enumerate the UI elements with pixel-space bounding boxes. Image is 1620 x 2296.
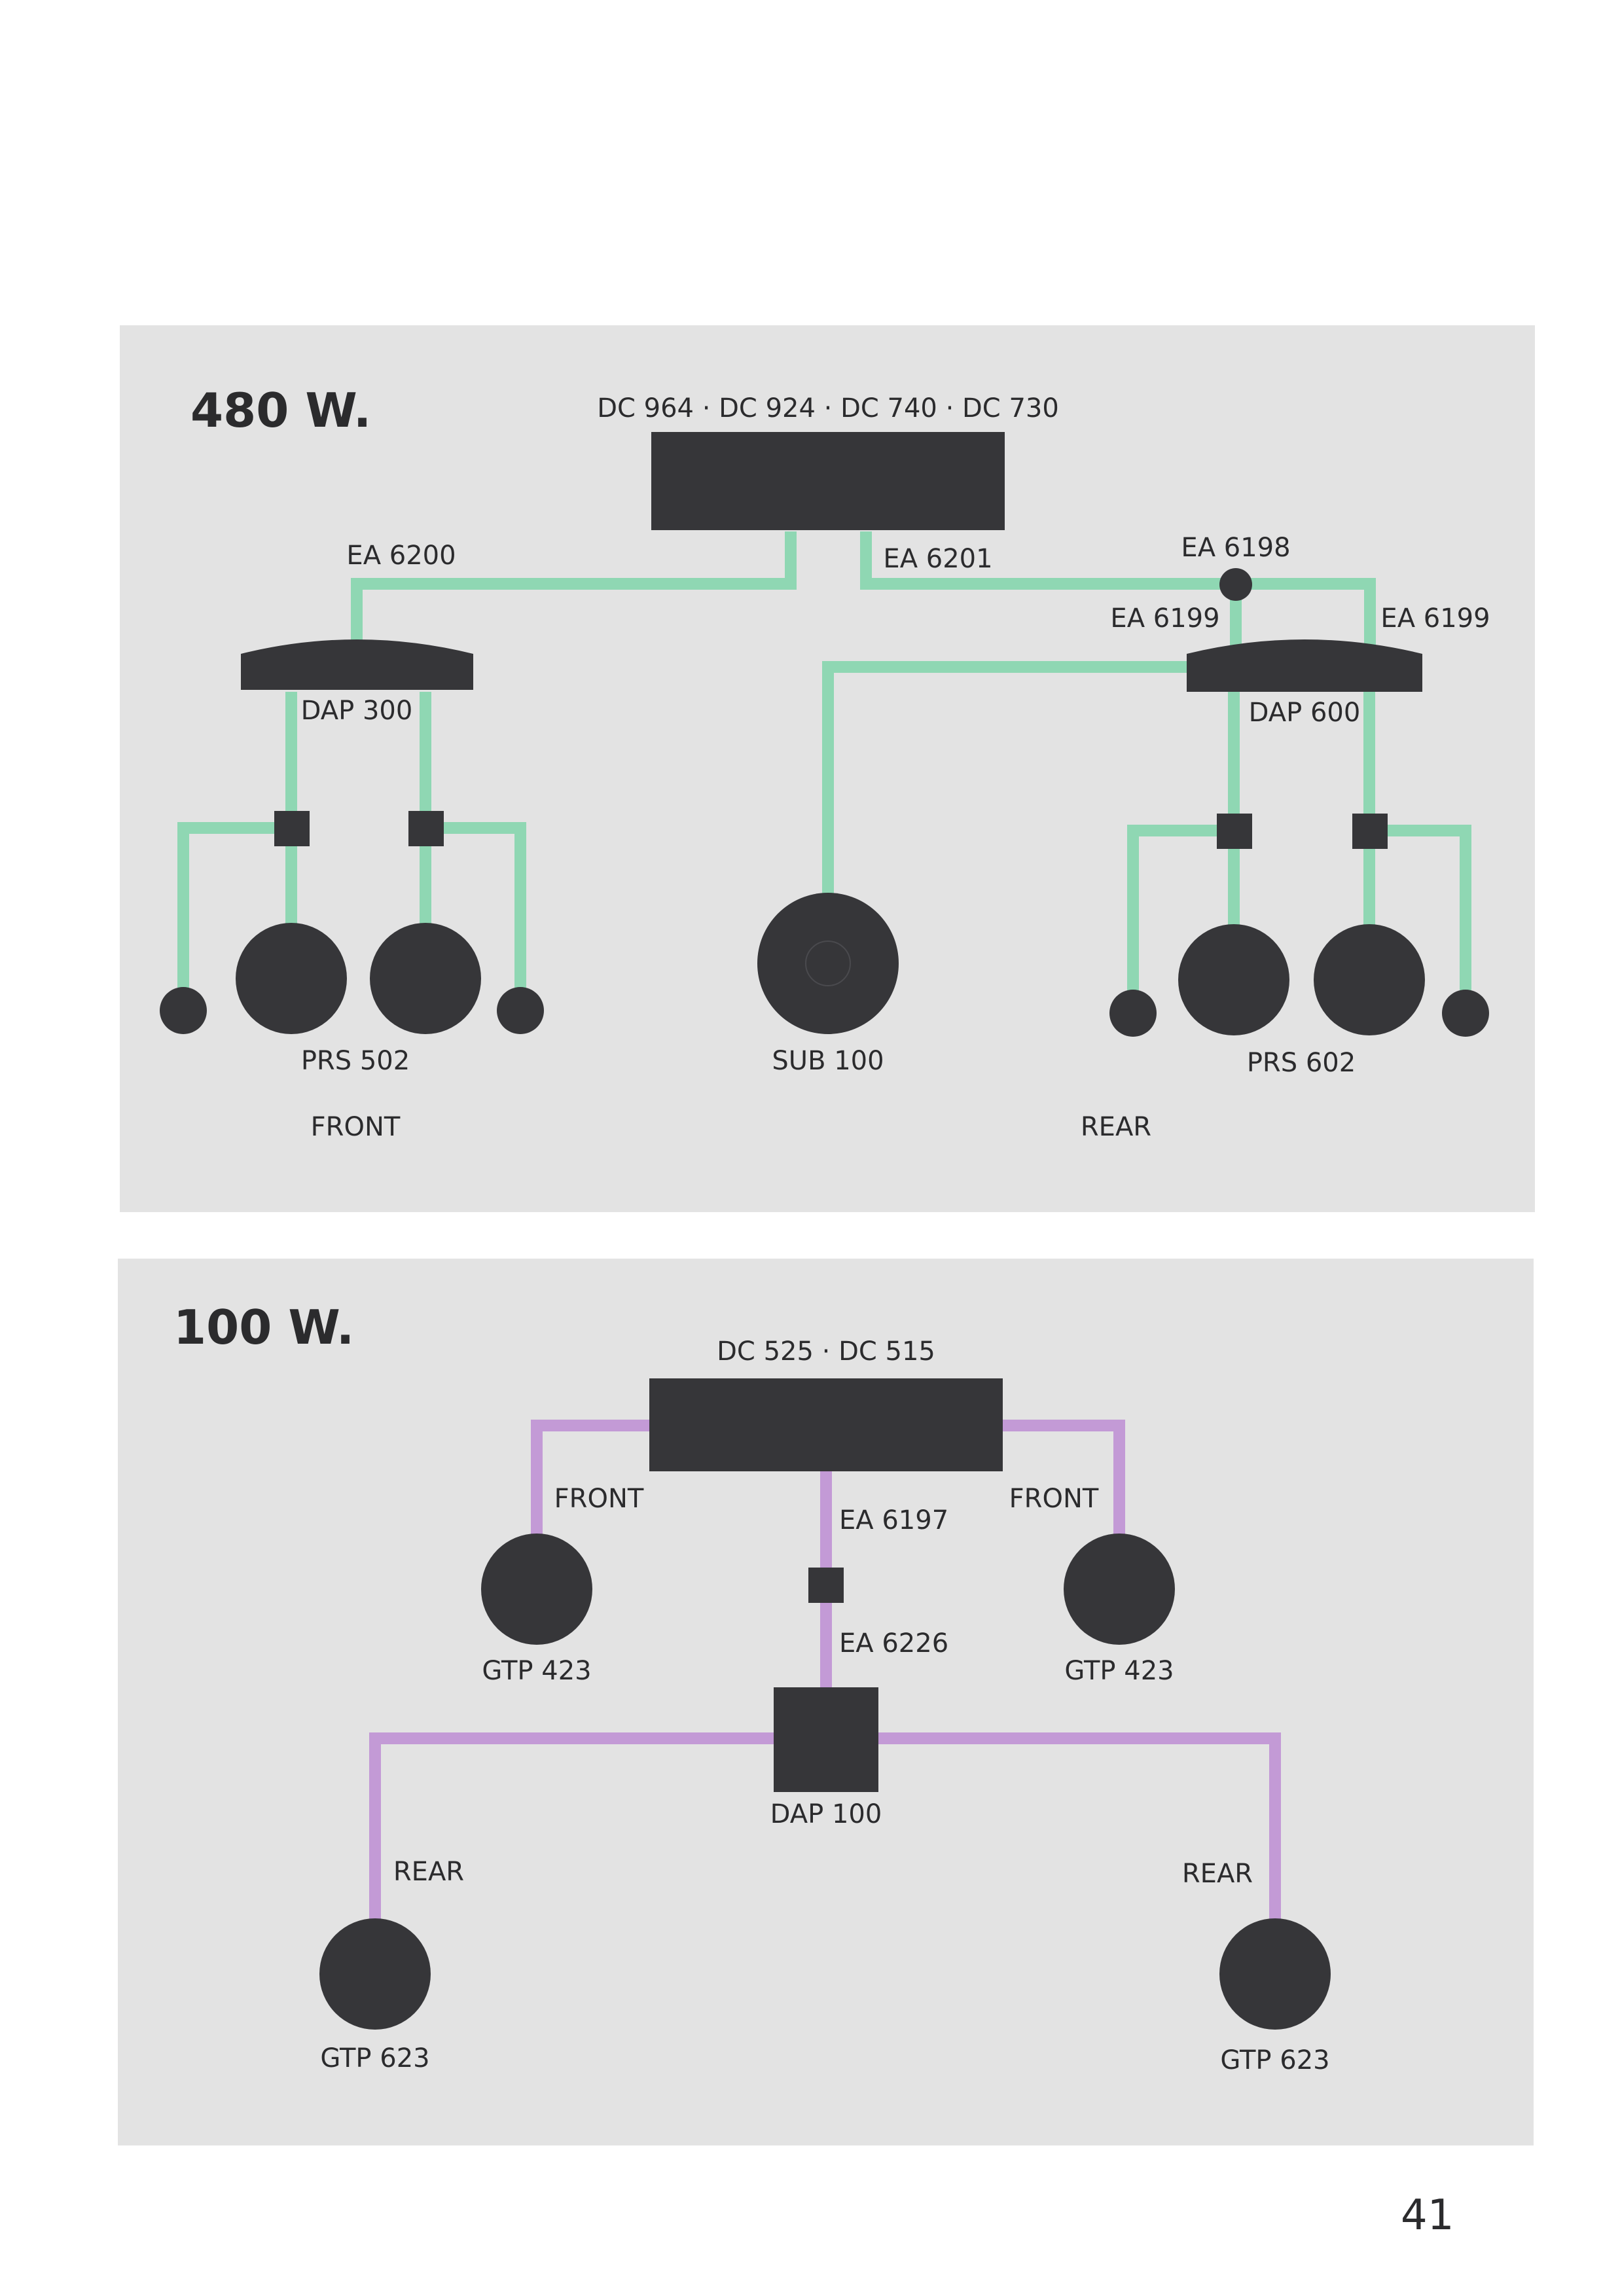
wire-rear-tweeter-left	[1127, 825, 1234, 1010]
tweeter-front-right	[497, 987, 544, 1034]
tweeter-rear-left	[1109, 990, 1157, 1037]
wire-front-tweeter-right	[425, 822, 526, 1007]
speakers-prs602-label: PRS 602	[1247, 1048, 1356, 1078]
speaker-prs602-right	[1314, 924, 1425, 1035]
speaker-prs602-left	[1178, 924, 1289, 1035]
crossover-rear-left	[1217, 814, 1252, 849]
cable-ea6201-label: EA 6201	[883, 544, 992, 574]
wire-front-tweeter-left	[177, 822, 291, 1007]
crossover-rear-right	[1352, 814, 1388, 849]
wire-front-right	[1001, 1420, 1125, 1547]
zone-front-label: FRONT	[311, 1112, 401, 1142]
speakers-prs502-label: PRS 502	[301, 1046, 410, 1076]
tweeter-front-left	[160, 987, 207, 1034]
amp-dap300-label: DAP 300	[301, 696, 413, 726]
speaker-gtp423-left	[481, 1534, 592, 1645]
head-unit-100-label: DC 525 · DC 515	[717, 1336, 935, 1367]
wire-ea6201	[860, 531, 1240, 590]
wire-ea6200	[351, 531, 797, 646]
head-unit-480-label: DC 964 · DC 924 · DC 740 · DC 730	[597, 393, 1059, 423]
amp-dap600	[1187, 639, 1422, 692]
system-100w-diagram: 100 W. DC 525 · DC 515 FRONT FRONT EA 61…	[173, 1300, 1331, 2075]
speaker-gtp623-left	[319, 1918, 431, 2030]
crossover-ea6197	[808, 1568, 844, 1603]
crossover-front-left	[274, 811, 310, 846]
speaker-gtp623-left-label: GTP 623	[320, 2043, 429, 2073]
amp-dap300	[241, 639, 473, 690]
subwoofer-sub100	[757, 893, 899, 1034]
amp-dap100	[774, 1687, 878, 1792]
system-480w-diagram: 480 W. DC 964 · DC 924 · DC 740 · DC 730…	[160, 383, 1490, 1142]
speaker-gtp623-right-label: GTP 623	[1220, 2045, 1329, 2075]
cable-ea6199-right-label: EA 6199	[1380, 603, 1490, 634]
front-right-label: FRONT	[1009, 1484, 1099, 1514]
cable-ea6198-label: EA 6198	[1181, 533, 1290, 563]
cable-ea6200-label: EA 6200	[346, 541, 456, 571]
speaker-gtp423-left-label: GTP 423	[482, 1656, 591, 1686]
subwoofer-sub100-label: SUB 100	[772, 1046, 884, 1076]
crossover-front-right	[408, 811, 444, 846]
speaker-gtp423-right	[1064, 1534, 1175, 1645]
cable-ea6199-left-label: EA 6199	[1110, 603, 1219, 634]
wire-ea6199-right	[1240, 578, 1376, 649]
title-480w: 480 W.	[190, 383, 371, 438]
front-left-label: FRONT	[554, 1484, 644, 1514]
subwoofer-cone	[805, 941, 851, 986]
speaker-gtp623-right	[1219, 1918, 1331, 2030]
zone-rear-label: REAR	[1081, 1112, 1151, 1142]
head-unit-480	[651, 432, 1005, 530]
cable-ea6197-label: EA 6197	[839, 1505, 948, 1535]
rear-left-label: REAR	[393, 1857, 464, 1887]
head-unit-100	[649, 1378, 1003, 1471]
wire-front-left	[531, 1420, 649, 1547]
rear-right-label: REAR	[1182, 1859, 1253, 1889]
amp-dap100-label: DAP 100	[770, 1799, 882, 1829]
title-100w: 100 W.	[173, 1300, 354, 1355]
speaker-prs502-right	[370, 923, 481, 1034]
wire-sub	[822, 661, 1193, 906]
speaker-gtp423-right-label: GTP 423	[1064, 1656, 1174, 1686]
junction-ea6198	[1219, 568, 1252, 601]
system-100w-panel: 100 W. DC 525 · DC 515 FRONT FRONT EA 61…	[118, 1259, 1534, 2145]
speaker-prs502-left	[236, 923, 347, 1034]
wire-rear-left	[369, 1732, 776, 1926]
system-480w-panel: 480 W. DC 964 · DC 924 · DC 740 · DC 730…	[120, 325, 1535, 1212]
page-number: 41	[1401, 2191, 1454, 2240]
wire-rear-tweeter-right	[1369, 825, 1471, 1010]
cable-ea6226-label: EA 6226	[839, 1628, 948, 1659]
amp-dap600-label: DAP 600	[1249, 698, 1361, 728]
purple-wiring	[369, 1420, 1281, 1926]
wire-rear-right	[876, 1732, 1281, 1926]
tweeter-rear-right	[1442, 990, 1489, 1037]
